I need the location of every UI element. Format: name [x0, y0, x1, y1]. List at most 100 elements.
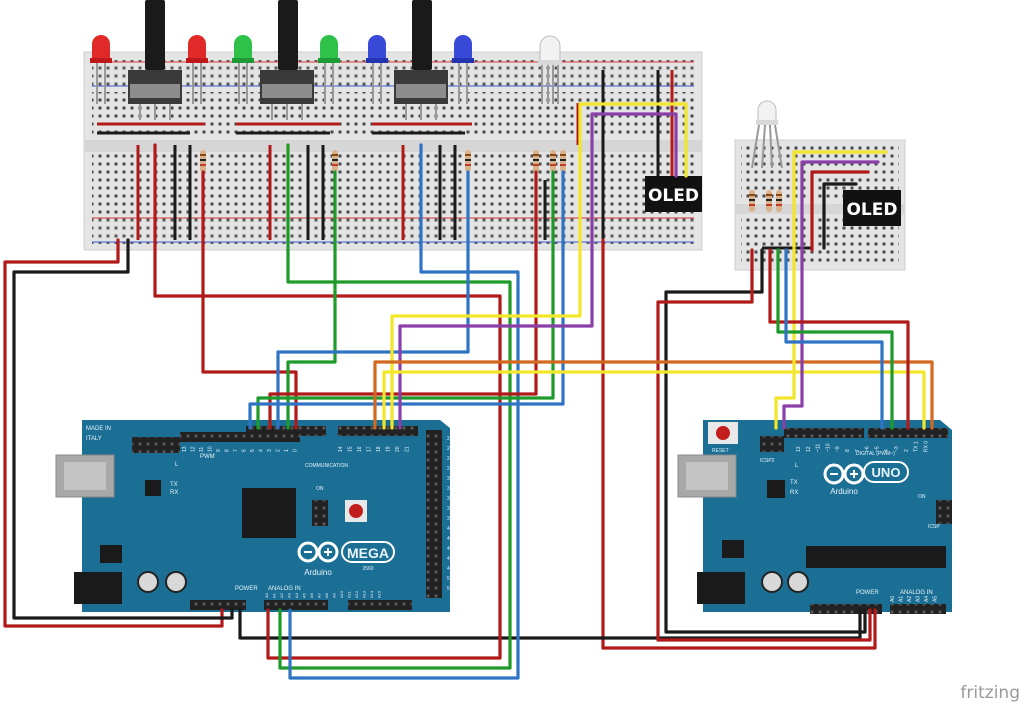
wire-rgb-blue[interactable]: [248, 170, 565, 430]
breadboard-jumpers: [97, 70, 812, 250]
wire-small-bb-vcc[interactable]: [656, 248, 754, 382]
oled-module-small[interactable]: OLED: [843, 190, 901, 226]
led-blue-right: [452, 35, 474, 104]
wire-serial-tx[interactable]: [373, 360, 934, 430]
uno-on-label: ON: [918, 494, 926, 500]
made-in-country: ITALY: [86, 436, 102, 442]
pin-label: 8: [225, 449, 231, 452]
led-green-right: [318, 35, 340, 104]
pin-label: 22: [447, 436, 453, 442]
oled-module-main[interactable]: OLED: [645, 176, 702, 212]
wire-uno-rgb-blue[interactable]: [784, 248, 884, 430]
pin-label: 13: [796, 446, 802, 452]
pin-label: 40: [447, 526, 453, 532]
pin-label: ~10: [825, 443, 831, 452]
pwm-label: PWM: [200, 454, 215, 460]
pin-label: 12: [191, 446, 197, 452]
mega-brand: Arduino: [304, 568, 332, 577]
pin-label: 0: [293, 449, 299, 452]
led-red-left: [90, 35, 112, 104]
mega-on-label: ON: [316, 486, 324, 492]
pin-label: 16: [357, 446, 363, 452]
arduino-mega-board[interactable]: MEGA 2560 Arduino MADE IN ITALY PWM L TX…: [55, 420, 453, 612]
pin-label: ~9: [835, 446, 841, 452]
pin-label: 7: [233, 449, 239, 452]
wire-rgb-red[interactable]: [268, 170, 538, 430]
pin-label: 1: [284, 449, 290, 452]
pin-label: ~3: [894, 446, 900, 452]
wire-led-blue-pwm[interactable]: [276, 170, 470, 430]
wire-mega-gnd[interactable]: [12, 238, 234, 620]
wire-oled-vcc-small[interactable]: [810, 170, 870, 252]
pin-label: TX 1: [914, 441, 920, 452]
wire-small-bb-5v[interactable]: [656, 378, 872, 642]
mega-model: MEGA: [347, 545, 389, 561]
potentiometer-green[interactable]: [260, 0, 314, 120]
wire-uno-rgb-green[interactable]: [776, 248, 894, 430]
pin-label: 14: [338, 446, 344, 452]
pin-label: 46: [447, 556, 453, 562]
pin-label: 44: [447, 546, 453, 552]
mega-model-sub: 2560: [362, 566, 373, 572]
pin-label: 7: [855, 449, 861, 452]
pin-label: A9: [332, 592, 337, 598]
wire-shared-gnd[interactable]: [238, 608, 862, 640]
pin-label: 52: [447, 586, 453, 592]
wire-uno-oled-sda[interactable]: [774, 150, 888, 430]
pin-label: A10: [339, 590, 344, 598]
led-rgb-main: [538, 35, 562, 104]
pin-label: 42: [447, 536, 453, 542]
pin-label: 26: [447, 456, 453, 462]
uno-icsp2-label: ICSP2: [760, 458, 775, 464]
pin-label: 12: [806, 446, 812, 452]
pin-label: A8: [324, 592, 329, 598]
pin-label: 4: [884, 449, 890, 452]
pin-label: ~5: [874, 446, 880, 452]
pin-label: A3: [287, 592, 292, 598]
pin-label: 36: [447, 506, 453, 512]
wire-uno-oled-scl[interactable]: [782, 160, 880, 430]
pin-label: A14: [369, 590, 374, 598]
arduino-uno-board[interactable]: UNO Arduino RESET ICSP2 DIGITAL (PWM~) L…: [677, 420, 952, 614]
pin-label: A4: [294, 592, 299, 598]
pin-label: A0: [890, 596, 896, 602]
wire-oled-scl[interactable]: [398, 112, 678, 430]
mega-l-label: L: [175, 462, 179, 468]
wire-pot-red-a0[interactable]: [153, 143, 502, 660]
wire-small-bb-gnd[interactable]: [664, 248, 764, 382]
wire-uno-5v[interactable]: [601, 238, 877, 650]
wire-small-bb-gnd2[interactable]: [664, 378, 867, 634]
wire-pot-blue-a2[interactable]: [288, 143, 520, 680]
pin-label: 13: [182, 446, 188, 452]
pin-label: 21: [405, 446, 411, 452]
wire-oled-gnd-small[interactable]: [822, 182, 858, 250]
wire-rgb-green[interactable]: [256, 170, 555, 430]
pin-label: 2: [904, 449, 910, 452]
oled-label: OLED: [846, 200, 897, 220]
potentiometer-blue[interactable]: [394, 0, 448, 120]
made-in: MADE IN: [86, 426, 111, 432]
wire-mega-5v[interactable]: [3, 238, 224, 628]
potentiometer-red[interactable]: [128, 0, 182, 120]
wire-pot-green-a1[interactable]: [278, 143, 512, 670]
pin-label: 2: [276, 449, 282, 452]
uno-analog-label: ANALOG IN: [900, 590, 933, 596]
pin-label: 24: [447, 446, 453, 452]
wire-led-red-pwm[interactable]: [201, 170, 298, 430]
pin-label: A12: [354, 590, 359, 598]
wire-uno-rgb-red[interactable]: [768, 248, 910, 430]
pin-label: 19: [386, 446, 392, 452]
wire-serial-rx[interactable]: [382, 370, 926, 430]
pin-label: A1: [272, 592, 277, 598]
resistors: [200, 150, 782, 212]
pin-label: 32: [447, 486, 453, 492]
led-blue-left: [366, 35, 388, 104]
pin-label: ~6: [865, 446, 871, 452]
wire-oled-sda[interactable]: [390, 102, 688, 430]
pin-label: A7: [317, 592, 322, 598]
pin-label: A3: [916, 596, 922, 602]
